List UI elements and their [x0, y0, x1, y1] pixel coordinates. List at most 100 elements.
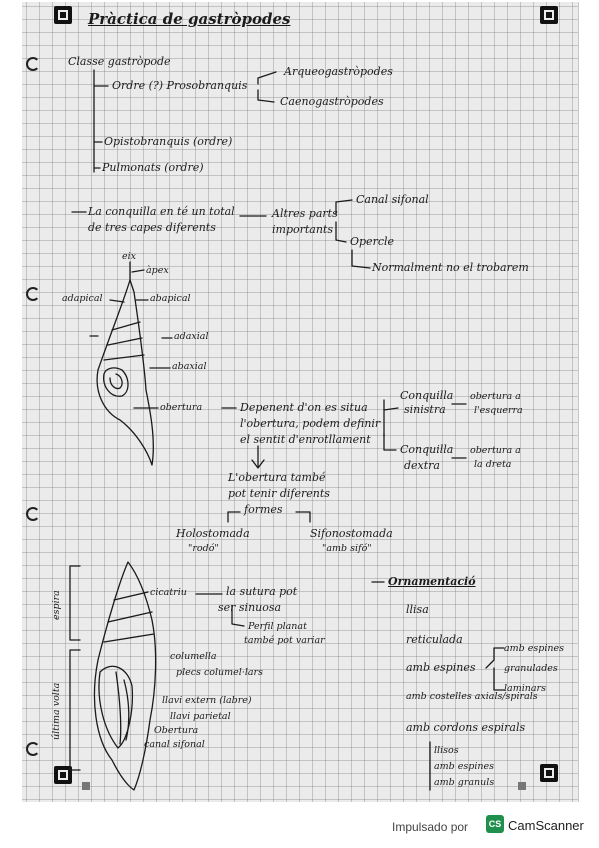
notebook-page: [22, 2, 579, 802]
corner-marker-bottom-right: [540, 764, 558, 782]
shell1-label-abaxial: abaxial: [172, 361, 207, 372]
taxonomy-order-prosobranquis: Ordre (?) Prosobranquis: [112, 79, 248, 92]
altres-branch: [335, 199, 353, 215]
prosobranquis-branch: [257, 71, 277, 85]
page-title: Pràctica de gastròpodes: [88, 10, 291, 28]
forms-note-line: pot tenir diferents: [228, 487, 330, 500]
dextra-desc: obertura a: [470, 445, 521, 456]
cordons-subitem: amb espines: [434, 761, 495, 772]
shell1-label-eix: eix: [122, 251, 137, 262]
part-opercle: Opercle: [350, 235, 395, 248]
altres-parts-label: importants: [272, 223, 333, 236]
shell-intro-line: de tres capes diferents: [88, 221, 216, 234]
shell1-label-apex: àpex: [146, 265, 169, 276]
cordons-subitem: amb granuls: [434, 777, 495, 788]
altres-branch: [335, 221, 347, 243]
sinistra-desc: l'esquerra: [474, 405, 523, 416]
forms-branch: [295, 511, 311, 523]
corner-marker-bottom-left: [54, 766, 72, 784]
dextra-desc: la dreta: [474, 459, 512, 470]
adapical-line: [109, 299, 125, 303]
shell2-label-obertura: Obertura: [154, 725, 199, 736]
shell-intro-line: La conquilla en té un total: [88, 205, 235, 218]
corner-square-bottom-left: [82, 782, 90, 790]
cordons-subitem: llisos: [434, 745, 459, 756]
obertura-note-line: Depenent d'on es situa: [240, 401, 368, 414]
sifonostomada-label: Sifonostomada: [310, 527, 393, 540]
taxonomy-arqueogastropodes: Arqueogastròpodes: [284, 65, 393, 78]
taxonomy-caenogastropodes: Caenogastròpodes: [280, 95, 384, 108]
sinistra-desc: obertura a: [470, 391, 521, 402]
part-canal-sifonal: Canal sifonal: [356, 193, 429, 206]
shell1-label-adaxial: adaxial: [174, 331, 209, 342]
perfil-branch: [231, 605, 245, 627]
sentit-branch: [383, 407, 399, 411]
shell2-outline: [93, 561, 157, 791]
sentit-branch: [383, 433, 397, 451]
shell1-whorl-lines: [103, 321, 145, 361]
espines-bracket: [485, 647, 505, 691]
sutura-note: ser sinuosa: [218, 601, 282, 614]
taxonomy-pulmonats: Pulmonats (ordre): [102, 161, 204, 174]
shell1-label-obertura: obertura: [160, 402, 203, 413]
holostomada-label: Holostomada: [176, 527, 250, 540]
ornament-item: reticulada: [406, 633, 463, 646]
binder-hole: [26, 287, 40, 301]
perfil-note: Perfil planat: [248, 621, 307, 632]
shell2-label-cicatriu: cicatriu: [150, 587, 187, 598]
adaxial-arrow: [89, 335, 173, 339]
shell2-last-whorl-bracket: [69, 649, 81, 771]
perfil-note: també pot variar: [244, 635, 325, 646]
shell1-label-abapical: abapical: [150, 293, 191, 304]
shell2-columella-lines: [115, 671, 130, 745]
camscanner-brand: CamScanner: [508, 818, 584, 833]
sinistra-label: sinistra: [404, 403, 446, 416]
shell2-label-columella: columella: [170, 651, 217, 662]
taxonomy-root: Classe gastròpode: [68, 55, 171, 68]
shell2-label-espira: espira: [51, 590, 62, 620]
part-normalment: Normalment no el trobarem: [372, 261, 529, 274]
shell2-spire-bracket: [69, 565, 81, 641]
corner-marker-top-left: [54, 6, 72, 24]
dextra-label: Conquilla: [400, 443, 454, 456]
ornament-item: amb costelles axials/spirals: [406, 691, 538, 702]
shell2-label-llavi-extern: llavi extern (labre): [162, 695, 252, 706]
espines-subitem: granulades: [504, 663, 558, 674]
footer-powered-by: Impulsado por: [392, 820, 469, 834]
opercle-branch: [351, 249, 371, 269]
dextra-label: dextra: [404, 459, 440, 472]
shell2-label-ultima-volta: última volta: [51, 682, 62, 740]
forms-branch: [227, 511, 241, 523]
shell1-outline: [96, 279, 154, 466]
binder-hole: [26, 742, 40, 756]
shell1-inner-aperture: [109, 373, 123, 390]
ornamentacio-title: Ornamentació: [388, 575, 476, 588]
holostomada-quote: "rodó": [188, 543, 219, 554]
camscanner-logo-icon: CS: [486, 815, 504, 833]
espines-subitem: laminars: [504, 683, 546, 694]
shell1-aperture: [103, 367, 129, 397]
corner-square-bottom-right: [518, 782, 526, 790]
ornament-item: amb cordons espirals: [406, 721, 526, 734]
shell2-label-canal-sifonal: canal sifonal: [144, 739, 205, 750]
espines-subitem: amb espines: [504, 643, 565, 654]
sifonostomada-quote: "amb sifó": [322, 543, 372, 554]
taxonomy-opistobranquis: Opistobranquis (ordre): [104, 135, 233, 148]
apex-arrow: [131, 269, 145, 273]
obertura-note-line: el sentit d'enrotllament: [240, 433, 371, 446]
sinistra-label: Conquilla: [400, 389, 454, 402]
binder-hole: [26, 507, 40, 521]
sutura-note: la sutura pot: [226, 585, 298, 598]
binder-hole: [26, 57, 40, 71]
ornament-item: llisa: [406, 603, 429, 616]
forms-note-line: formes: [244, 503, 283, 516]
ornament-item: amb espines: [406, 661, 476, 674]
forms-note-line: L'obertura també: [228, 471, 326, 484]
obertura-note-line: l'obertura, podem definir: [240, 417, 381, 430]
shell2-label-llavi-parietal: llavi parietal: [170, 711, 231, 722]
corner-marker-top-right: [540, 6, 558, 24]
depenent-down-arrow: [251, 445, 265, 469]
shell1-label-adapical: adapical: [62, 293, 103, 304]
altres-parts-label: Altres parts: [272, 207, 338, 220]
